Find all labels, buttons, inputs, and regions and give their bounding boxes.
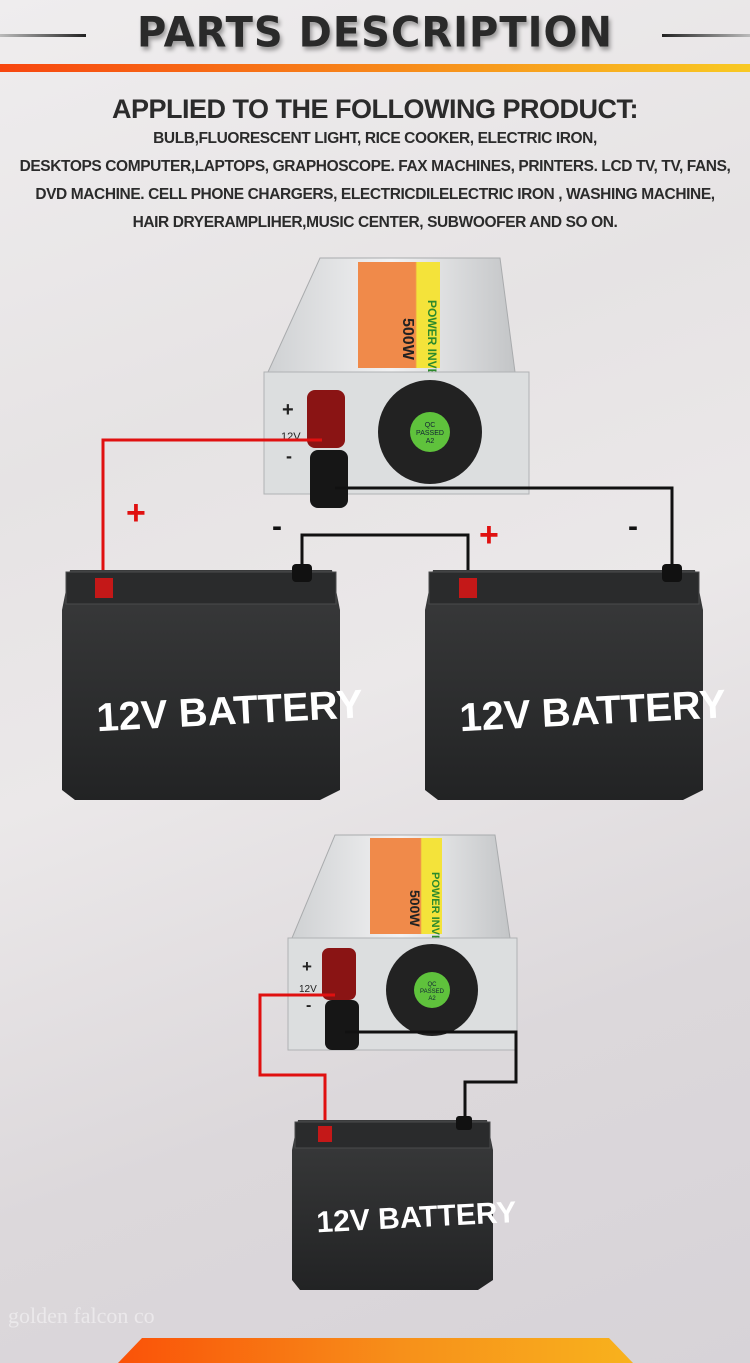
accent-band <box>0 64 750 72</box>
qc-text: A2 <box>428 996 436 1002</box>
inverter-top: POWER INVERTER 500W + 12V - QC PASSED A2 <box>263 257 530 508</box>
page-title: PARTS DESCRIPTION <box>137 8 613 58</box>
battery-right: 12V BATTERY <box>425 564 727 800</box>
watermark: golden falcon co <box>8 1303 155 1328</box>
qc-text: QC <box>428 982 438 988</box>
positive-mark: + <box>282 399 294 421</box>
minus-sign: - <box>628 510 638 543</box>
applied-line: HAIR DRYERAMPLIHER,MUSIC CENTER, SUBWOOF… <box>132 214 618 231</box>
positive-terminal <box>307 390 345 448</box>
series-link-wire <box>300 533 470 585</box>
positive-terminal <box>322 948 356 1000</box>
positive-wire <box>258 993 335 1135</box>
qc-text: QC <box>425 422 436 429</box>
battery-left: 12V BATTERY <box>62 564 364 800</box>
negative-wire <box>345 1030 518 1122</box>
qc-text: PASSED <box>416 430 444 437</box>
qc-text: PASSED <box>420 989 445 995</box>
applied-heading: APPLIED TO THE FOLLOWING PRODUCT: <box>112 94 639 124</box>
title-rule-right <box>662 34 750 37</box>
positive-wire <box>101 438 322 590</box>
plus-sign: + <box>479 516 499 554</box>
minus-sign: - <box>272 510 282 543</box>
applied-line: DVD MACHINE. CELL PHONE CHARGERS, ELECTR… <box>35 186 715 203</box>
applied-line: BULB,FLUORESCENT LIGHT, RICE COOKER, ELE… <box>153 130 597 147</box>
negative-mark: - <box>286 446 292 466</box>
plus-sign: + <box>126 494 146 532</box>
negative-terminal <box>325 1000 359 1050</box>
negative-wire <box>335 486 674 572</box>
negative-mark: - <box>306 997 311 1014</box>
positive-mark: + <box>302 957 312 976</box>
qc-text: A2 <box>426 438 435 445</box>
inverter-bottom: POWER INVERTER 500W + 12V - QC PASSED A2 <box>287 834 518 1051</box>
inverter-power: 500W <box>399 318 416 361</box>
inverter-power: 500W <box>407 890 423 927</box>
battery-single: 12V BATTERY <box>292 1116 517 1290</box>
title-rule-left <box>0 34 86 37</box>
voltage-mark: 12V <box>299 984 317 995</box>
applied-line: DESKTOPS COMPUTER,LAPTOPS, GRAPHOSCOPE. … <box>19 158 731 175</box>
negative-terminal <box>310 450 348 508</box>
footer-band <box>118 1338 633 1363</box>
